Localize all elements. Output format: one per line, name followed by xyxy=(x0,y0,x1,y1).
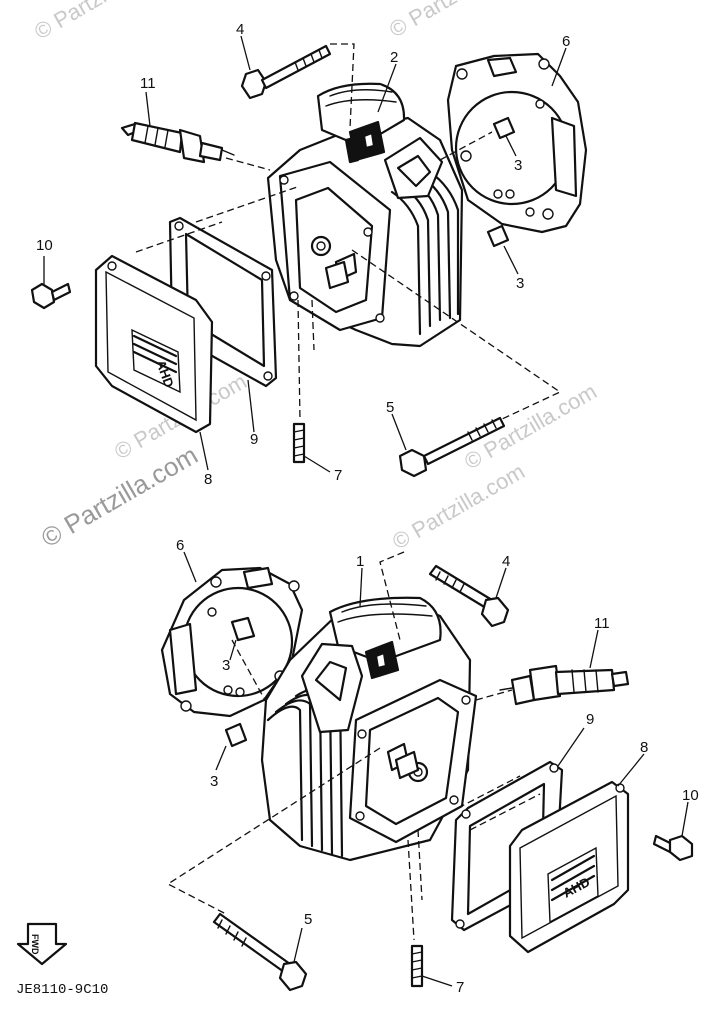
callout-bottom-6: 6 xyxy=(176,537,184,554)
callout-top-8: 8 xyxy=(204,471,212,488)
rocker-cover-bottom: AHD xyxy=(508,753,645,954)
bolt-5-bottom xyxy=(212,912,308,992)
callout-bottom-11: 11 xyxy=(594,615,610,632)
watermark-top-left: © Partzilla xyxy=(30,0,130,44)
dash-stud-bottom xyxy=(407,829,423,941)
callout-bottom-10: 10 xyxy=(682,787,699,804)
top-assembly: AHD 11 4 2 6 xyxy=(30,21,588,488)
cylinder-head-bottom xyxy=(260,567,478,862)
callout-bottom-9: 9 xyxy=(586,711,594,728)
bolt-5-top xyxy=(391,413,506,478)
stud-7-top xyxy=(292,422,331,473)
watermark-top-right: © Partzilla xyxy=(385,0,485,42)
callout-top-3a: 3 xyxy=(514,157,522,174)
callout-top-9: 9 xyxy=(250,431,258,448)
bolt-4-top xyxy=(240,35,332,100)
callout-bottom-5: 5 xyxy=(304,911,312,928)
dash-plug-bottom xyxy=(475,689,513,701)
dash-gasket-bottom xyxy=(231,639,267,703)
callout-top-2: 2 xyxy=(390,49,398,66)
bolt-10-top xyxy=(30,256,72,310)
callout-top-7: 7 xyxy=(334,467,342,484)
callout-bottom-3b: 3 xyxy=(210,773,218,790)
fwd-label: FWD xyxy=(30,934,40,955)
callout-bottom-4: 4 xyxy=(502,553,510,570)
callout-top-5: 5 xyxy=(386,399,394,416)
dash-bolt5-bottom xyxy=(166,747,381,915)
callout-bottom-1: 1 xyxy=(356,553,364,570)
dash-bolt4-top xyxy=(330,43,355,129)
callout-top-3b: 3 xyxy=(516,275,524,292)
bolt-10-bottom xyxy=(652,801,694,862)
dash-cover-top xyxy=(135,185,301,253)
callout-top-6: 6 xyxy=(562,33,570,50)
fwd-arrow-icon: FWD xyxy=(16,922,68,966)
bolt-4-bottom xyxy=(428,564,510,628)
callout-bottom-3a: 3 xyxy=(222,657,230,674)
callout-top-11: 11 xyxy=(140,75,156,92)
dash-gasket-top xyxy=(439,131,493,161)
spark-plug-top xyxy=(120,91,235,164)
head-gasket-top xyxy=(446,47,588,234)
cylinder-head-top xyxy=(266,63,464,348)
callout-bottom-7: 7 xyxy=(456,979,464,996)
stud-7-bottom xyxy=(410,944,453,988)
dash-bolt4-bottom xyxy=(379,551,405,641)
callout-top-10: 10 xyxy=(36,237,53,254)
dash-plug-top xyxy=(225,157,271,171)
dowel-pin-top xyxy=(486,135,519,275)
diagram-code: JE8110-9C10 xyxy=(16,982,108,998)
dowel-pin-bottom xyxy=(215,639,248,771)
bottom-assembly: AHD 6 1 4 11 xyxy=(160,537,699,996)
callout-top-4: 4 xyxy=(236,21,244,38)
head-gasket-bottom xyxy=(160,551,304,718)
dash-bolt5-top xyxy=(351,249,562,421)
dash-cover-bottom xyxy=(457,775,541,831)
dash-stud-top xyxy=(297,299,315,421)
callout-bottom-8: 8 xyxy=(640,739,648,756)
spark-plug-bottom xyxy=(499,629,630,706)
rocker-cover-top: AHD xyxy=(94,254,214,471)
